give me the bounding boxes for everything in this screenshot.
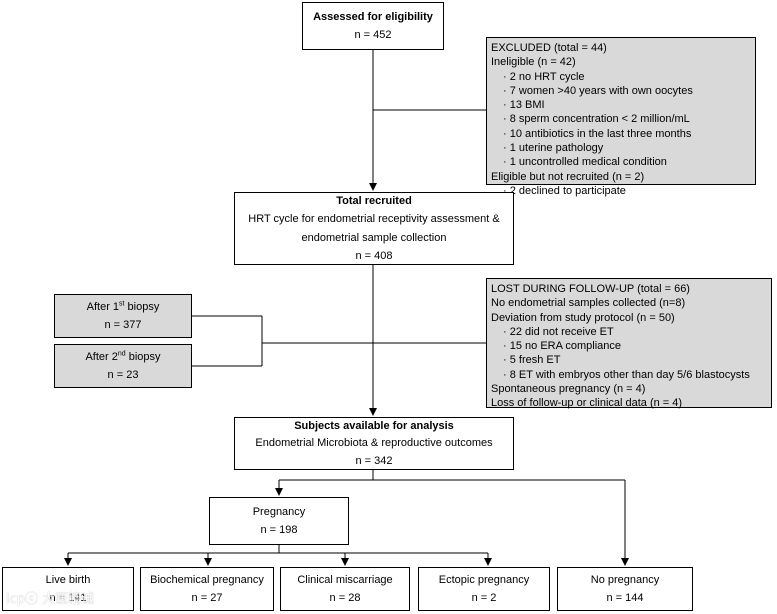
deviation-label: Deviation from study protocol (n = 50) [491,311,675,324]
loss-label: Loss of follow-up or clinical data (n = … [491,397,683,410]
outcome-live-birth: Live birth n = 141 [2,567,134,611]
no-samples-label: No endometrial samples collected (n=8) [491,297,686,310]
deviation-item: 22 did not receive ET [491,325,767,339]
deviation-item: 5 fresh ET [491,353,767,367]
excluded-box: EXCLUDED (total = 44) Ineligible (n = 42… [486,37,756,197]
recruited-line2: endometrial sample collection [301,231,447,244]
watermark: lcpⓒ 大医精诚 [6,592,95,607]
outcome-label: Clinical miscarriage [297,573,393,586]
pregnancy-n: n = 198 [260,524,298,536]
deviation-item: 15 no ERA compliance [491,339,767,353]
outcome-label: Live birth [45,573,91,586]
assessed-n: n = 452 [354,29,392,41]
ineligible-item: 7 women >40 years with own oocytes [491,84,751,98]
recruited-title: Total recruited [336,194,412,207]
outcome-no-pregnancy: No pregnancy n = 144 [557,567,693,611]
analysis-subtitle: Endometrial Microbiota & reproductive ou… [255,437,493,450]
spontaneous-label: Spontaneous pregnancy (n = 4) [491,383,646,396]
analysis-title: Subjects available for analysis [294,420,454,433]
recruited-line1: HRT cycle for endometrial receptivity as… [248,213,500,226]
outcome-label: No pregnancy [590,573,660,586]
biopsy1-n: n = 377 [104,319,142,331]
eligible-not-recruited-label: Eligible but not recruited (n = 2) [491,170,645,183]
excluded-title: EXCLUDED (total = 44) [491,42,607,54]
ineligible-item: 1 uncontrolled medical condition [491,155,751,169]
ineligible-item: 13 BMI [491,98,751,112]
outcome-clinical-miscarriage: Clinical miscarriage n = 28 [280,567,410,611]
outcome-n: n = 2 [471,592,497,604]
eligible-item: 2 declined to participate [491,184,751,198]
pregnancy-title: Pregnancy [252,505,306,518]
ineligible-item: 8 sperm concentration < 2 million/mL [491,112,751,126]
assessed-box: Assessed for eligibility n = 452 [302,2,444,50]
biopsy1-box: After 1st biopsy n = 377 [54,294,192,338]
recruited-box: Total recruited HRT cycle for endometria… [234,192,514,265]
outcome-n: n = 28 [329,592,361,604]
ineligible-label: Ineligible (n = 42) [491,56,576,69]
analysis-box: Subjects available for analysis Endometr… [234,417,514,470]
deviation-item: 8 ET with embryos other than day 5/6 bla… [491,368,767,382]
ineligible-item: 1 uterine pathology [491,141,751,155]
outcome-label: Biochemical pregnancy [150,573,264,586]
outcome-n: n = 141 [49,592,87,604]
outcome-label: Ectopic pregnancy [438,573,530,586]
biopsy1-label: After 1st biopsy [86,300,160,313]
assessed-title: Assessed for eligibility [313,10,433,23]
outcome-ectopic-pregnancy: Ectopic pregnancy n = 2 [418,567,550,611]
biopsy2-n: n = 23 [107,369,139,381]
outcome-n: n = 27 [191,592,223,604]
biopsy2-box: After 2nd biopsy n = 23 [54,344,192,388]
recruited-n: n = 408 [355,249,393,262]
outcome-n: n = 144 [606,592,644,604]
lost-title: LOST DURING FOLLOW-UP (total = 66) [491,283,690,295]
outcome-biochemical-pregnancy: Biochemical pregnancy n = 27 [140,567,274,611]
ineligible-item: 2 no HRT cycle [491,70,751,84]
biopsy2-label: After 2nd biopsy [85,350,161,363]
pregnancy-box: Pregnancy n = 198 [209,497,349,545]
ineligible-item: 10 antibiotics in the last three months [491,127,751,141]
lost-box: LOST DURING FOLLOW-UP (total = 66) No en… [486,278,772,410]
analysis-n: n = 342 [355,454,393,467]
